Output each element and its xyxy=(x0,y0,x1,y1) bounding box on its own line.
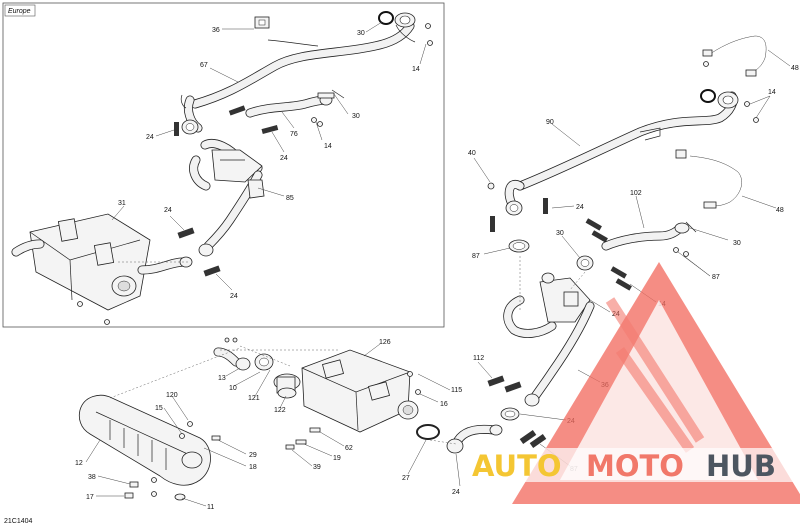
callout-39: 19 xyxy=(333,455,341,462)
callout-31: 31 xyxy=(118,200,126,207)
region-label: Europe xyxy=(8,8,31,15)
europe-exhaust-assembly xyxy=(11,11,433,325)
callout-10: 13 xyxy=(218,375,226,382)
callout-36: 36 xyxy=(212,27,220,34)
callout-19: 62 xyxy=(345,445,353,452)
callout-38: 12 xyxy=(75,460,83,467)
europe-frame xyxy=(2,2,445,328)
region-label-box xyxy=(4,4,36,17)
callout-24: 24 xyxy=(146,134,154,141)
watermark-word-hub: HUB xyxy=(706,449,776,483)
callout-30: 30 xyxy=(733,240,741,247)
callout-85: 85 xyxy=(286,195,294,202)
callout-13: 39 xyxy=(313,464,321,471)
callout-90: 90 xyxy=(546,119,554,126)
callout-30: 30 xyxy=(352,113,360,120)
callout-14: 14 xyxy=(324,143,332,150)
callout-115: 126 xyxy=(379,339,391,346)
callout-30: 30 xyxy=(357,30,365,37)
callout-14: 14 xyxy=(412,66,420,73)
callout-87: 87 xyxy=(472,253,480,260)
callout-24: 24 xyxy=(576,204,584,211)
callout-48: 48 xyxy=(776,207,784,214)
callout-24: 24 xyxy=(164,207,172,214)
callout-15: 120 xyxy=(166,392,178,399)
callout-62: 27 xyxy=(402,475,410,482)
callout-11: 17 xyxy=(86,494,94,501)
watermark-word-auto: AUTO xyxy=(472,449,562,483)
callout-24: 24 xyxy=(280,155,288,162)
callout-24: 112 xyxy=(473,355,484,362)
callout-18: 29 xyxy=(249,452,257,459)
figure-code: 21C1404 xyxy=(4,518,33,525)
callout-122: 121 xyxy=(248,395,260,402)
callout-12: 18 xyxy=(249,464,257,471)
watermark-triangle-inner xyxy=(560,300,758,480)
callout-48: 48 xyxy=(791,65,799,72)
callout-14: 14 xyxy=(768,89,776,96)
callout-87: 30 xyxy=(556,230,564,237)
callout-leaders xyxy=(85,21,791,507)
callout-40: 40 xyxy=(468,150,476,157)
watermark-word-moto: MOTO xyxy=(586,449,684,483)
callout-76: 76 xyxy=(290,131,298,138)
callout-126: 24 xyxy=(452,489,460,496)
callout-102: 102 xyxy=(630,190,642,197)
callout-120: 122 xyxy=(274,407,286,414)
callout-14: 87 xyxy=(712,274,720,281)
callout-24: 24 xyxy=(230,293,238,300)
callout-121: 10 xyxy=(229,385,237,392)
callout-17: 38 xyxy=(88,474,96,481)
callout-27: 16 xyxy=(440,401,448,408)
callout-16: 115 xyxy=(451,387,462,394)
watermark-logo: AUTO MOTO HUB xyxy=(470,262,800,504)
callout-131: 11 xyxy=(207,504,214,511)
standard-exhaust-assembly xyxy=(78,35,767,501)
callout-67: 67 xyxy=(200,62,208,69)
callout-29: 15 xyxy=(155,405,163,412)
